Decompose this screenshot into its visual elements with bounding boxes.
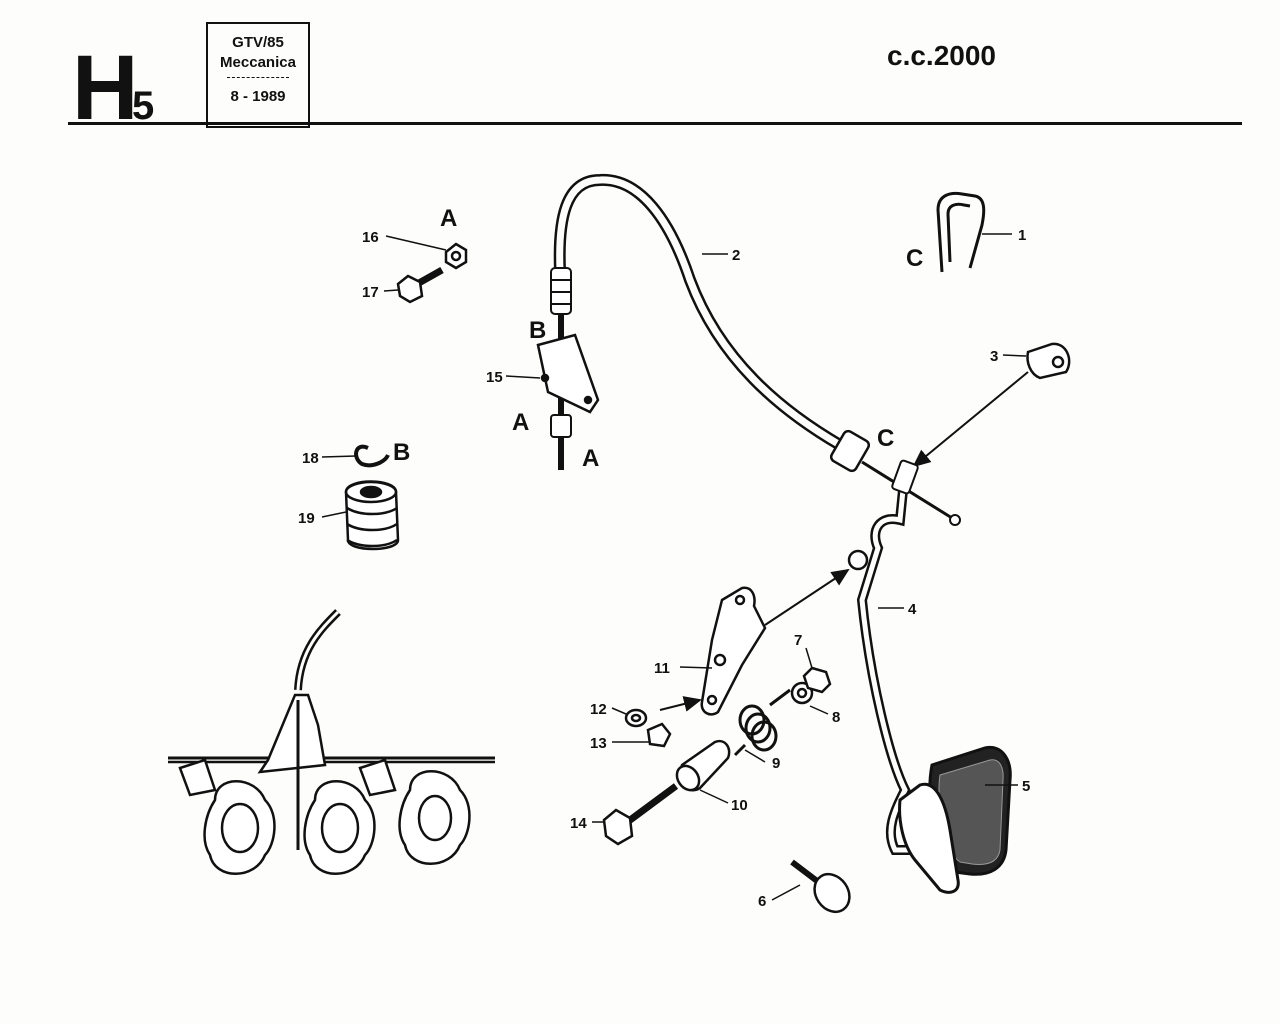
callout-1: 1 [1018,227,1026,244]
nut-and-washer-7-8 [790,666,832,705]
callout-numbers: 1 2 3 4 5 6 7 8 9 10 11 12 13 14 15 16 1… [298,227,1030,910]
retaining-clip [354,444,390,468]
rubber-buffer [344,480,400,551]
callout-6: 6 [758,893,766,910]
callout-12: 12 [590,701,607,718]
return-spring [733,688,791,757]
ref-a-bracket-right: A [582,445,599,472]
callout-4: 4 [908,601,917,618]
arrow-11-to-pedal [764,568,850,626]
ref-a-nut: A [440,205,457,232]
ref-c-cable-end: C [877,425,894,452]
callout-19: 19 [298,510,315,527]
model-date: 8 - 1989 [230,88,286,105]
pedal-stop-screw [790,859,851,914]
callout-14: 14 [570,815,587,832]
pedal-pad [898,745,1012,894]
pivot-bolt [602,783,679,846]
callout-9: 9 [772,755,780,772]
section-number: 5 [132,84,155,128]
callout-15: 15 [486,369,503,386]
cable-end-grommet [1026,342,1071,380]
model-name: GTV/85 [232,34,284,51]
header-rule [68,122,1242,125]
callout-17: 17 [362,284,379,301]
engine-displacement: c.c.2000 [887,40,996,71]
callout-2: 2 [732,247,740,264]
callout-18: 18 [302,450,319,467]
box-divider [227,77,289,78]
cable-clip [936,191,986,273]
arrow-12-to-bracket [659,696,702,712]
callout-5: 5 [1022,778,1030,795]
arrow-3-to-lever [912,371,1029,468]
model-info-box: GTV/85 Meccanica 8 - 1989 [206,22,310,128]
ref-a-bracket-left: A [512,409,529,436]
pivot-bushing [675,739,731,792]
callout-8: 8 [832,709,840,726]
callout-7: 7 [794,632,802,649]
washer-and-nut-12-13 [624,708,672,748]
callout-leaders [321,233,1027,901]
pedal-support-bracket [700,586,767,716]
section-code: H 5 [72,42,154,134]
cable-bracket [536,333,600,414]
ref-b-cable: B [529,317,546,344]
callout-10: 10 [731,797,748,814]
ref-c-clip: C [906,245,923,272]
accelerator-pedal-lever [847,459,919,855]
section-letter: H [72,37,138,139]
model-category: Meccanica [220,54,296,71]
callout-13: 13 [590,735,607,752]
reference-letters: A B A A B C C [393,205,923,472]
callout-3: 3 [990,348,998,365]
callout-11: 11 [654,660,670,677]
throttle-linkage-assembly [168,609,495,875]
bolt-and-nut-16-17 [396,242,468,304]
ref-b-clip: B [393,439,410,466]
callout-16: 16 [362,229,379,246]
